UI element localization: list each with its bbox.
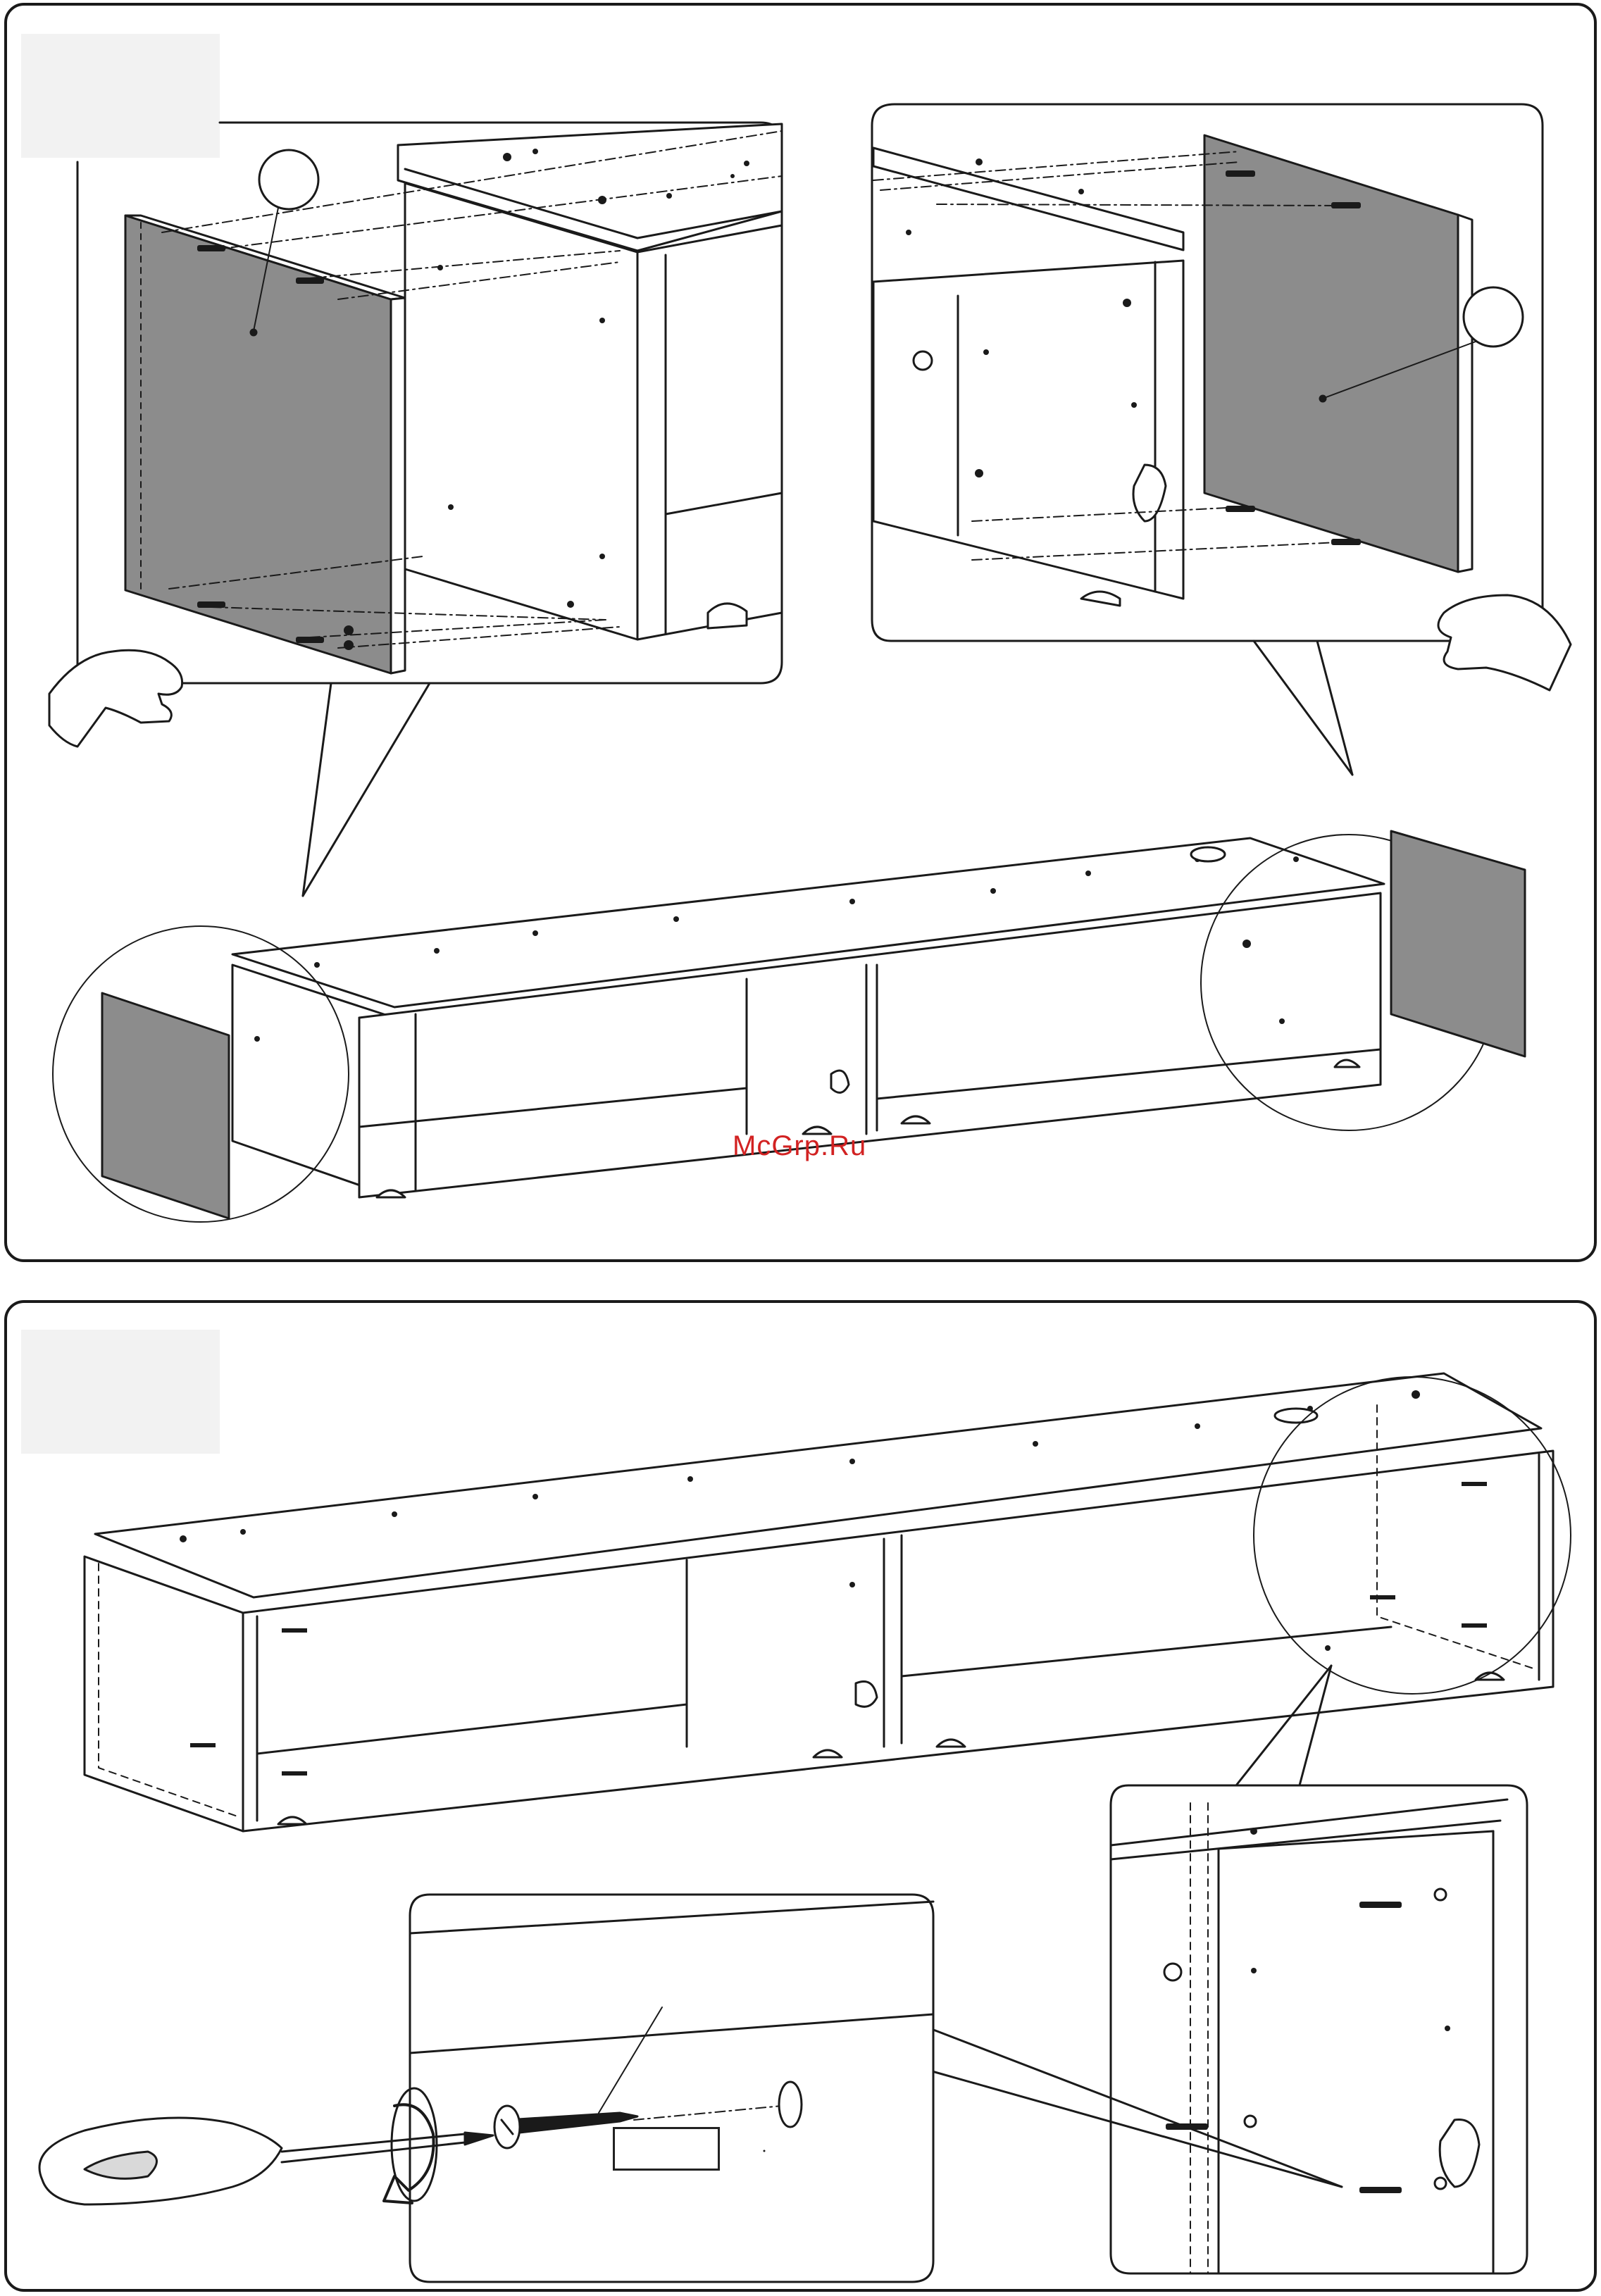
detail-callout-screwdriver xyxy=(39,1895,933,2282)
cabinet-overview-bottom xyxy=(85,1373,1571,1831)
detail-callout-screws xyxy=(930,1785,1527,2273)
part-label-box xyxy=(613,2127,720,2171)
